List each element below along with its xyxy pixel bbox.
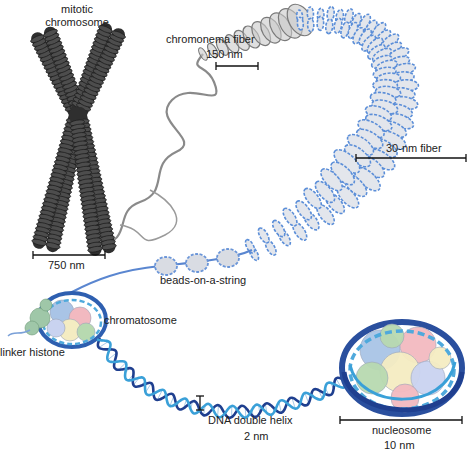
- chromatin-coil: [31, 238, 47, 247]
- nucleosome-disc: [317, 16, 324, 30]
- histone-core: [47, 319, 65, 337]
- nucleosome-disc: [280, 206, 299, 228]
- scale-bar-tick: [461, 416, 462, 424]
- label: chromonema fiber: [166, 33, 255, 46]
- chromatin-coil: [43, 28, 59, 39]
- scale-bar: [356, 154, 466, 162]
- bead: [186, 254, 208, 272]
- nucleosome-disc: [270, 218, 287, 238]
- scale-bar-tick: [32, 251, 33, 259]
- scale-bar-tick: [257, 62, 258, 70]
- dna-strand: [97, 340, 347, 418]
- coil-turn: [282, 0, 318, 40]
- chromatin-coil: [101, 243, 117, 251]
- nucleosome-disc: [256, 226, 271, 244]
- label: DNA double helix: [208, 414, 292, 427]
- label: chromatosome: [104, 314, 177, 327]
- nucleosome-disc: [326, 6, 334, 21]
- scale-bar-tick: [104, 251, 105, 259]
- chromatin-coil: [87, 245, 103, 253]
- histone-core: [380, 324, 404, 348]
- dna-double-helix: [97, 338, 347, 418]
- label: 150 nm: [206, 48, 243, 61]
- chromatin-coil: [111, 29, 127, 40]
- scale-bar-tick: [465, 154, 466, 162]
- bead: [155, 257, 177, 275]
- chromonema-loop: [120, 190, 177, 240]
- label: 10 nm: [384, 439, 415, 452]
- nucleosome-disc: [293, 198, 314, 222]
- scale-bar-line: [33, 254, 105, 255]
- scale-bar-tick: [339, 416, 340, 424]
- dna-wrap: [342, 322, 462, 414]
- scale-bar-tick: [196, 409, 204, 410]
- bead: [217, 249, 239, 267]
- thirty-nm-fiber: [244, 6, 419, 262]
- scale-bar-tick: [215, 62, 216, 70]
- label: 30-nm fiber: [386, 142, 442, 155]
- linker-histone: [40, 299, 52, 311]
- label: 750 nm: [48, 259, 85, 272]
- label: nucleosome: [372, 424, 431, 437]
- nucleosome-disc: [297, 17, 304, 30]
- dna-wrap: [350, 331, 454, 409]
- scale-bar-line: [340, 419, 462, 420]
- label: mitotic chromosome: [36, 3, 118, 29]
- nucleosome-disc: [325, 19, 333, 34]
- dna-wrap-front: [344, 372, 462, 410]
- chromatosome: [8, 293, 106, 347]
- linker-dna: [72, 250, 252, 292]
- dna-wrap-front: [350, 362, 455, 399]
- scale-bar-tick: [355, 154, 356, 162]
- chromatin-coil: [30, 33, 46, 44]
- scale-bar: [216, 62, 258, 70]
- scale-bar: [340, 416, 462, 424]
- nucleosome-disc: [307, 18, 314, 31]
- mitotic-chromosome: [30, 24, 127, 253]
- label: 2 nm: [244, 430, 268, 443]
- scale-bar-line: [356, 157, 466, 158]
- base-pair: [99, 341, 108, 347]
- scale-bar-line: [199, 396, 200, 410]
- chromonema-loop: [98, 54, 217, 246]
- scale-bar: [33, 251, 105, 259]
- label: linker histone: [0, 346, 65, 359]
- linker-tail: [8, 330, 30, 336]
- scale-bar-line: [216, 65, 258, 66]
- scale-bar-tick: [196, 395, 204, 396]
- chromatin-coil: [45, 241, 61, 250]
- fiber-coil: [197, 0, 318, 62]
- scale-bar: [196, 396, 204, 410]
- histone-core: [356, 362, 388, 394]
- label: beads-on-a-string: [160, 274, 246, 287]
- linker-histone: [25, 321, 39, 335]
- nucleosome: [342, 322, 462, 414]
